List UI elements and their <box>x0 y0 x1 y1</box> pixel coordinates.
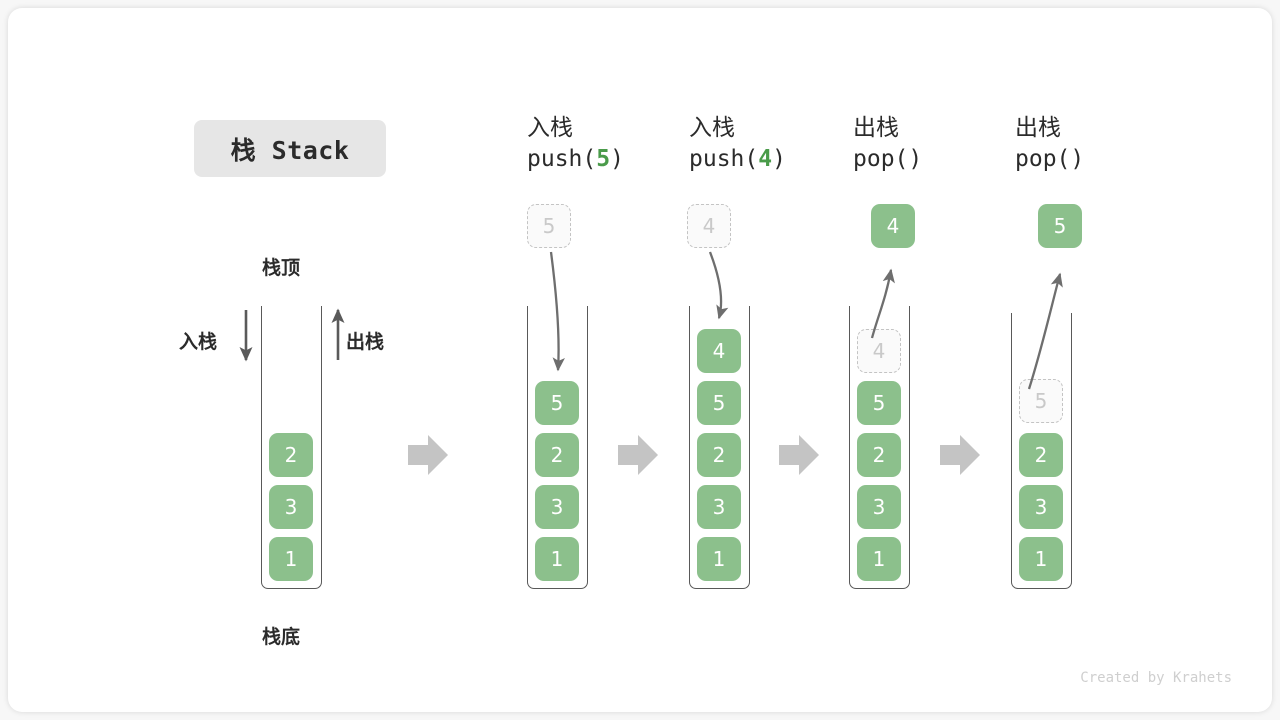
floating-ghost-cell: 4 <box>687 204 731 248</box>
column-header-cn: 入栈 <box>527 115 573 141</box>
pop-direction-label: 出栈 <box>346 331 385 353</box>
stack-cell: 1 <box>535 537 579 581</box>
diagram-card: 栈 Stack 栈顶 栈底 入栈 出栈 入栈 push(5) 入栈 push(4… <box>8 8 1272 712</box>
column-header-code: pop() <box>853 146 923 172</box>
stack-tube-push-5 <box>527 306 588 589</box>
column-header-pop-2: 出栈 pop() <box>1015 113 1084 175</box>
stack-cell: 2 <box>697 433 741 477</box>
stack-cell: 3 <box>1019 485 1063 529</box>
stack-cell: 2 <box>1019 433 1063 477</box>
column-header-code: push(4) <box>689 146 786 172</box>
column-header-pop-1: 出栈 pop() <box>853 113 922 175</box>
floating-ghost-cell: 5 <box>527 204 571 248</box>
arrow-overlay <box>239 251 1063 475</box>
stack-cell: 5 <box>697 381 741 425</box>
stack-tube-initial <box>261 306 322 589</box>
stack-cell: 3 <box>269 485 313 529</box>
column-header-cn: 出栈 <box>1015 115 1061 141</box>
stack-ghost-cell: 4 <box>857 329 901 373</box>
stack-cell: 3 <box>697 485 741 529</box>
stack-cell: 1 <box>269 537 313 581</box>
flow-chevron-icon <box>408 435 448 475</box>
stack-cell: 2 <box>857 433 901 477</box>
stack-cell: 5 <box>857 381 901 425</box>
credit-text: Created by Krahets <box>1080 670 1232 686</box>
stack-cell: 3 <box>857 485 901 529</box>
floating-popped-cell: 4 <box>871 204 915 248</box>
stack-cell: 1 <box>857 537 901 581</box>
diagram-title-chip: 栈 Stack <box>194 120 386 177</box>
stack-tube-pop-1 <box>849 306 910 589</box>
floating-popped-cell: 5 <box>1038 204 1082 248</box>
stack-cell: 2 <box>535 433 579 477</box>
stack-top-label: 栈顶 <box>262 257 301 279</box>
stack-cell: 1 <box>1019 537 1063 581</box>
stack-cell: 1 <box>697 537 741 581</box>
column-header-code: pop() <box>1015 146 1085 172</box>
stack-ghost-cell: 5 <box>1019 379 1063 423</box>
column-header-push-4: 入栈 push(4) <box>689 113 786 175</box>
stack-cell: 2 <box>269 433 313 477</box>
column-header-cn: 入栈 <box>689 115 735 141</box>
stack-cell: 5 <box>535 381 579 425</box>
stack-tube-pop-2 <box>1011 313 1072 589</box>
column-header-code: push(5) <box>527 146 624 172</box>
stack-tube-push-4 <box>689 306 750 589</box>
stack-bottom-label: 栈底 <box>262 626 301 648</box>
stack-cell: 3 <box>535 485 579 529</box>
flow-chevron-icon <box>618 435 658 475</box>
push-direction-label: 入栈 <box>179 331 218 353</box>
stack-cell: 4 <box>697 329 741 373</box>
column-header-push-5: 入栈 push(5) <box>527 113 624 175</box>
column-header-cn: 出栈 <box>853 115 899 141</box>
flow-chevron-icon <box>940 435 980 475</box>
flow-chevron-icon <box>779 435 819 475</box>
